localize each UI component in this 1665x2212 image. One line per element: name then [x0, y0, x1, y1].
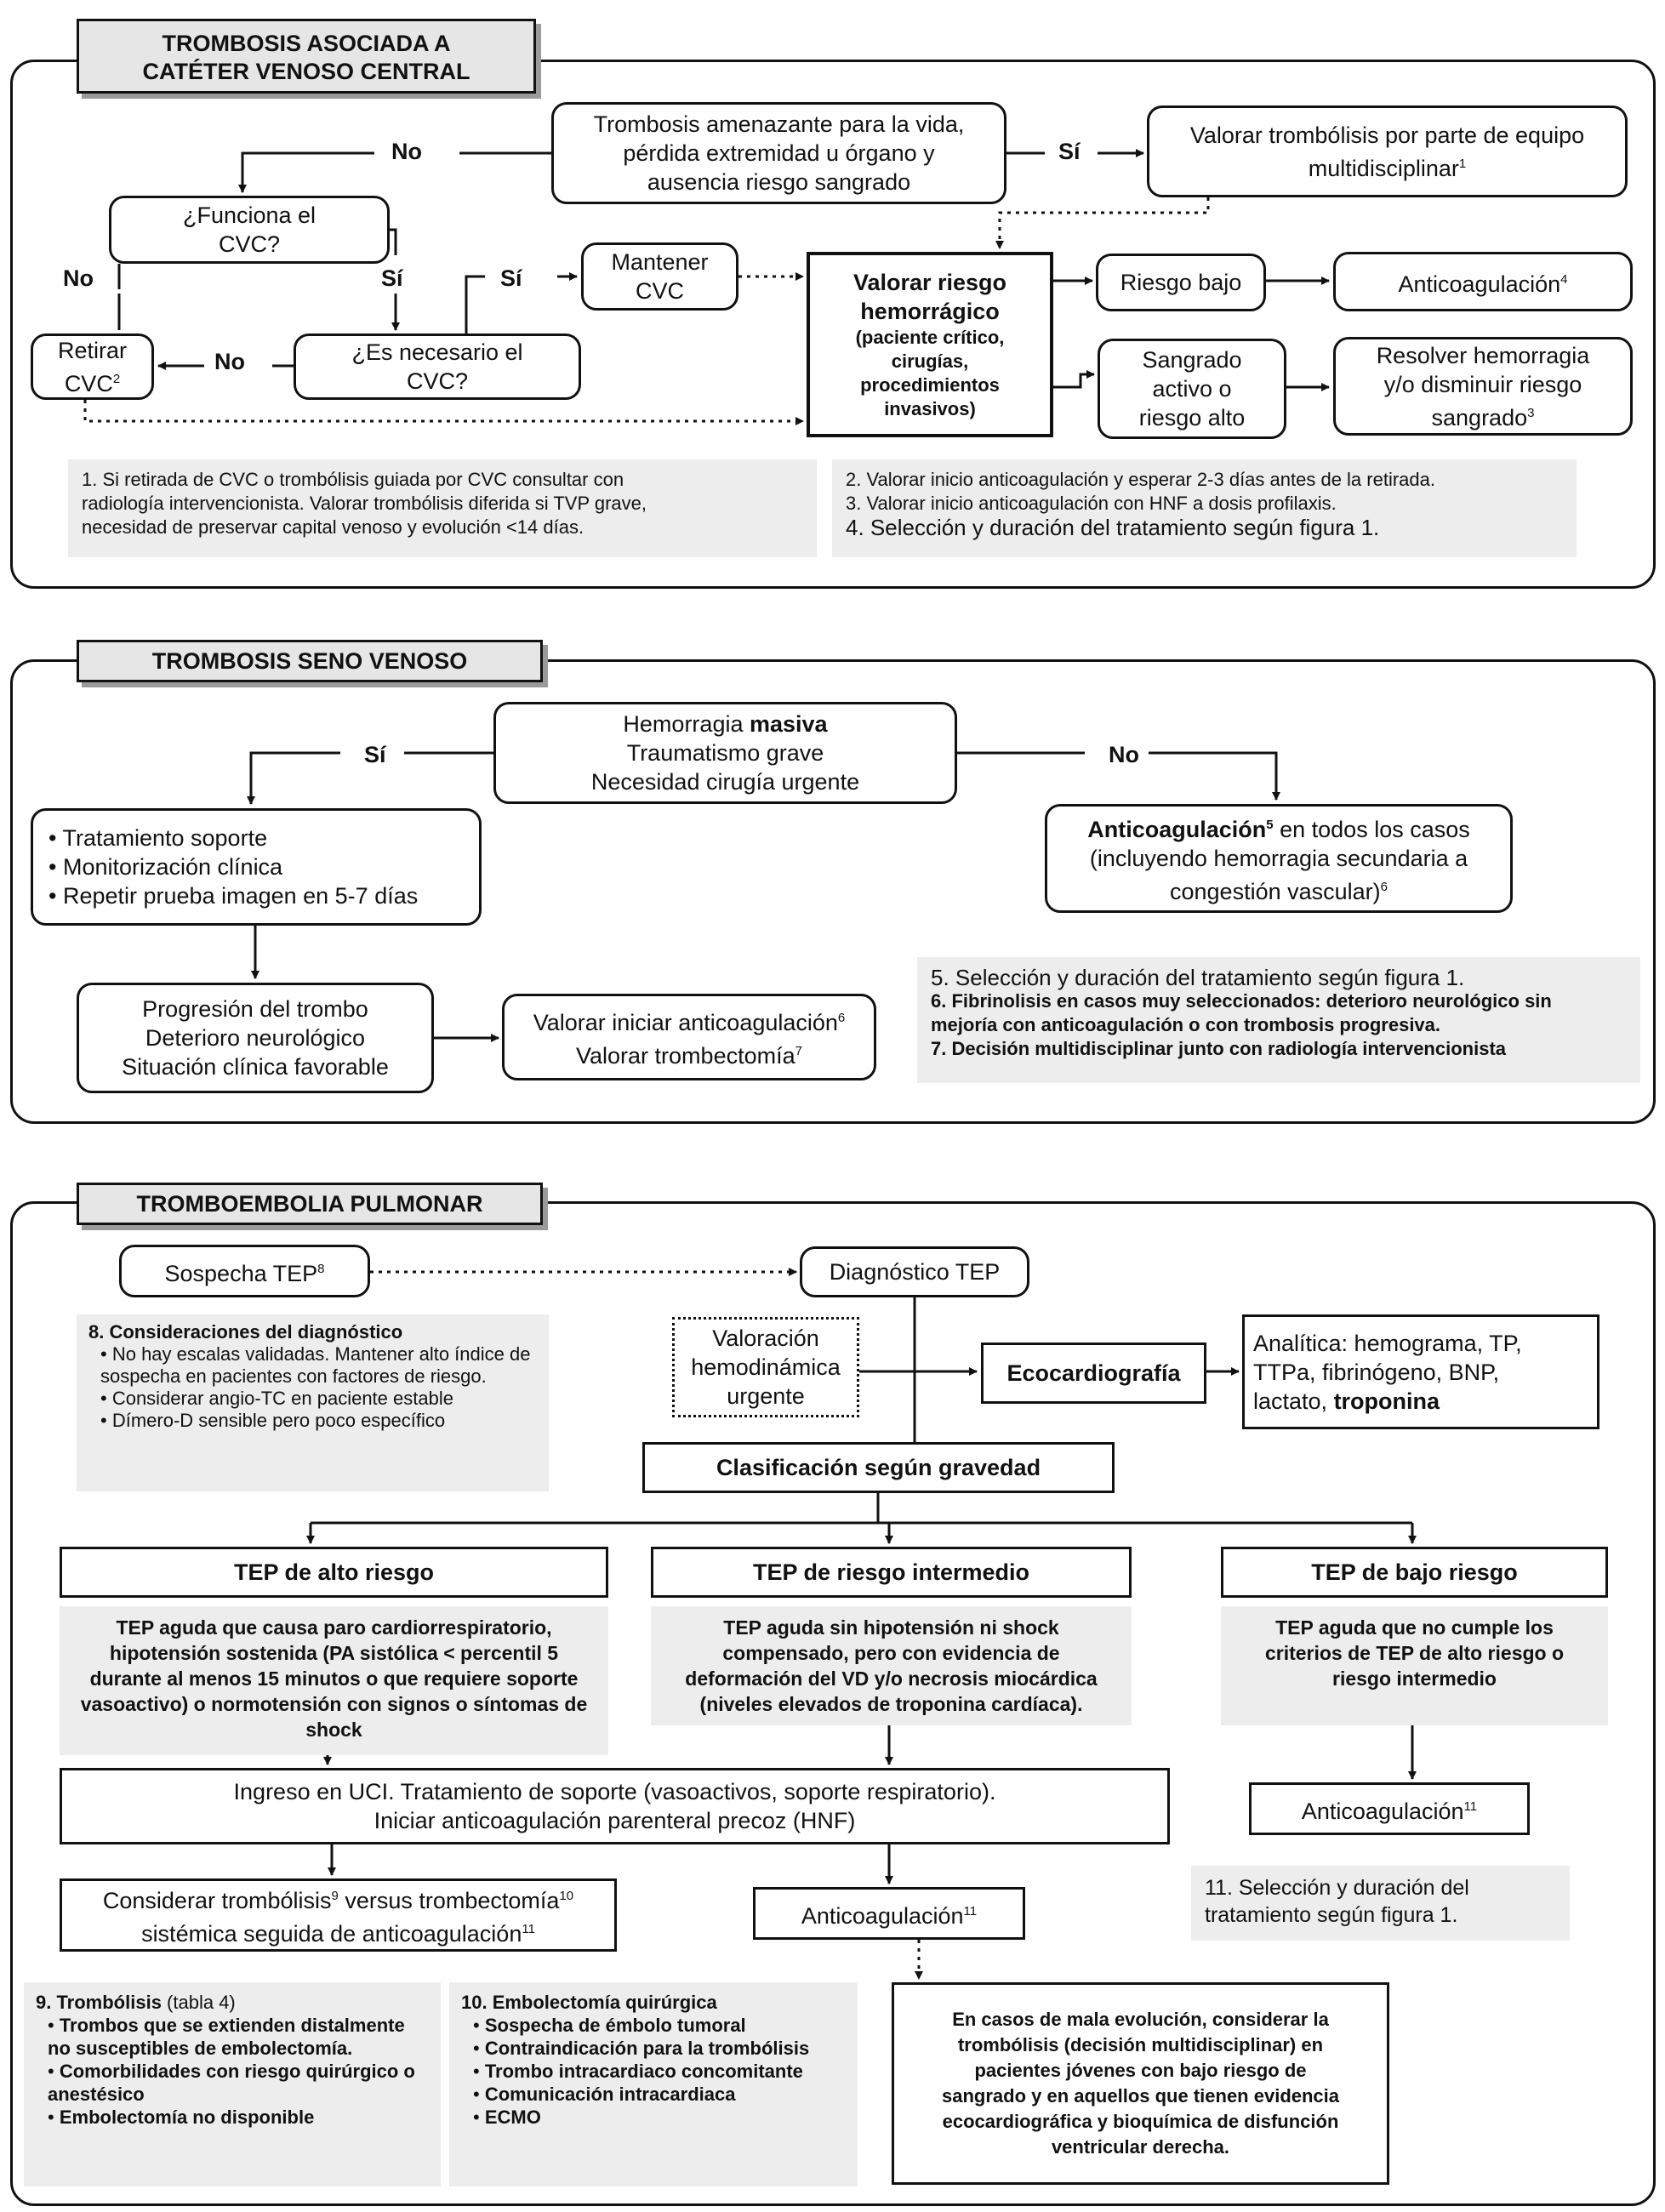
embolectomy-criteria: 10. Embolectomía quirúrgica • Sospecha d… [449, 1982, 858, 2186]
yes-label-threat: Sí [1052, 139, 1087, 165]
support-item: • Repetir prueba imagen en 5-7 días [48, 883, 419, 909]
support-treatment-box: • Tratamiento soporte • Monitorización c… [31, 808, 482, 926]
sinus-notes: 5. Selección y duración del tratamiento … [917, 957, 1640, 1083]
poor-evolution-box: En casos de mala evolución, considerar l… [892, 1982, 1389, 2185]
high-risk-description: TEP aguda que causa paro cardiorrespirat… [60, 1606, 608, 1755]
no-label-works: No [56, 265, 100, 292]
low-risk-description: TEP aguda que no cumple los criterios de… [1221, 1606, 1608, 1725]
echocardiography-box: Ecocardiografía [981, 1343, 1206, 1404]
connector [238, 151, 374, 193]
diagnosis-considerations: 8. Consideraciones del diagnóstico • No … [77, 1314, 549, 1491]
connector [465, 275, 485, 334]
low-risk-pe-box: TEP de bajo riesgo [1221, 1547, 1608, 1598]
embolectomy-item: • Contraindicación para la trombólisis [473, 2038, 810, 2059]
embolectomy-item: • Comunicación intracardiaca [473, 2084, 736, 2105]
embolectomy-item: • Sospecha de émbolo tumoral [473, 2015, 746, 2036]
severity-classification-box: Clasificación según gravedad [642, 1442, 1115, 1493]
anticoagulation-box-s1: Anticoagulación4 [1333, 252, 1633, 311]
support-item: • Monitorización clínica [48, 854, 283, 880]
connector [1149, 751, 1280, 801]
cvc-note-1: 1. Si retirada de CVC o trombólisis guia… [68, 459, 817, 557]
suspected-pe-box: Sospecha TEP8 [119, 1245, 370, 1297]
support-item: • Tratamiento soporte [48, 825, 268, 851]
high-risk-pe-box: TEP de alto riesgo [60, 1547, 608, 1598]
cvc-note-2: 2. Valorar inicio anticoagulación y espe… [832, 459, 1577, 557]
no-label-sinus: No [1102, 742, 1146, 768]
connector [1053, 370, 1095, 389]
low-risk-box: Riesgo bajo [1096, 254, 1266, 311]
yes-label-works: Sí [374, 265, 410, 292]
thrombolysis-criteria: 9. Trombólisis (tabla 4) • Trombos que s… [24, 1982, 441, 2186]
thrombolysis-item: • Comorbilidades con riesgo quirúrgico o… [48, 2061, 415, 2105]
thrombolysis-item: • Embolectomía no disponible [48, 2107, 315, 2128]
sinus-title: TROMBOSIS SENO VENOSO [77, 640, 543, 682]
embolectomy-item: • ECMO [473, 2107, 541, 2128]
embolectomy-item: • Trombo intracardiaco concomitante [473, 2061, 803, 2082]
anticoagulation-intermediate-box: Anticoagulación11 [753, 1887, 1025, 1940]
threat-question-box: Trombosis amenazante para la vida,pérdid… [551, 102, 1006, 204]
lab-tests-box: Analítica: hemograma, TP,TTPa, fibrinóge… [1242, 1314, 1599, 1429]
consideration-item: • Dímero-D sensible pero poco específico [100, 1410, 446, 1431]
pe-note-11: 11. Selección y duración del tratamiento… [1191, 1866, 1570, 1941]
connector [390, 228, 397, 255]
yes-label-sinus: Sí [357, 742, 393, 768]
no-label-needed: No [208, 349, 252, 375]
yes-label-needed: Sí [493, 265, 529, 292]
connector [247, 751, 340, 805]
pe-title: TROMBOEMBOLIA PULMONAR [77, 1183, 543, 1225]
pe-diagnosis-box: Diagnóstico TEP [800, 1246, 1029, 1297]
consideration-item: • Considerar angio-TC en paciente establ… [100, 1388, 453, 1409]
anticoagulation-low-box: Anticoagulación11 [1249, 1782, 1530, 1835]
consideration-item: • No hay escalas validadas. Mantener alt… [100, 1343, 531, 1387]
no-label-threat: No [385, 139, 429, 165]
bleeding-risk-box: Valorar riesgo hemorrágico (paciente crí… [807, 252, 1053, 437]
consider-thrombolysis-box: Considerar trombólisis9 versus trombecto… [60, 1878, 617, 1952]
anticoagulation-all-cases-box: Anticoagulación5 en todos los casos (inc… [1045, 804, 1513, 913]
icu-admission-box: Ingreso en UCI. Tratamiento de soporte (… [60, 1768, 1170, 1844]
thrombolysis-item: • Trombos que se extienden distalmente n… [48, 2015, 405, 2059]
intermediate-risk-description: TEP aguda sin hipotensión ni shock compe… [651, 1606, 1132, 1725]
cvc-title: TROMBOSIS ASOCIADA A CATÉTER VENOSO CENT… [77, 19, 536, 94]
intermediate-risk-pe-box: TEP de riesgo intermedio [651, 1547, 1132, 1598]
connector [83, 400, 804, 425]
connector [995, 197, 1210, 249]
